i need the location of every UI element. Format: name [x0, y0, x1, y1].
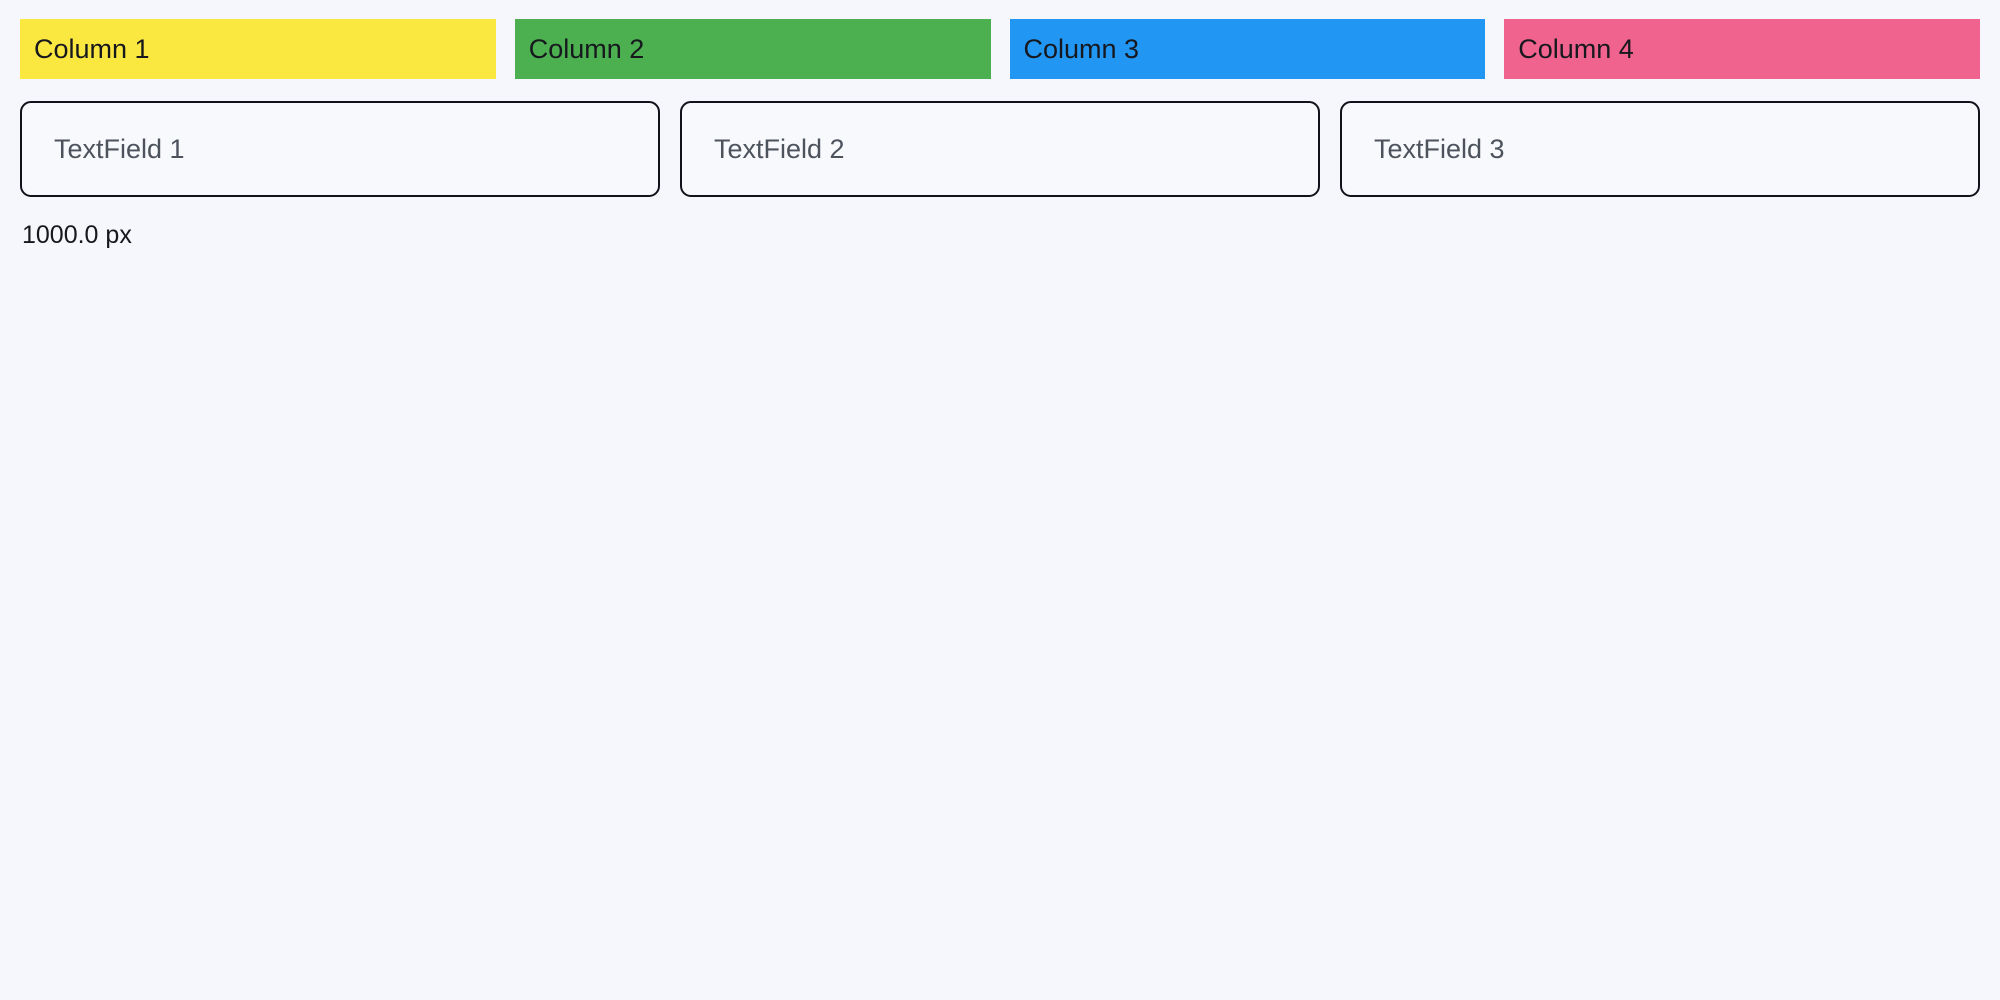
column-cell-2[interactable]: Column 2	[514, 19, 991, 79]
column-cell-1[interactable]: Column 1	[20, 19, 496, 79]
textfield-placeholder: TextField 2	[714, 133, 845, 164]
textfield-2[interactable]: TextField 2	[680, 101, 1320, 197]
measurement-label: 1000.0 px	[22, 221, 132, 249]
textfield-placeholder: TextField 1	[54, 133, 185, 164]
column-cell-label: Column 3	[1023, 33, 1140, 64]
column-header-row: Column 1 Column 2 Column 3 Column 4	[20, 19, 1980, 79]
column-cell-4[interactable]: Column 4	[1504, 19, 1980, 79]
textfield-1[interactable]: TextField 1	[20, 101, 660, 197]
textfield-row: TextField 1 TextField 2 TextField 3	[20, 101, 1980, 197]
column-cell-label: Column 4	[1518, 33, 1634, 64]
textfield-placeholder: TextField 3	[1374, 133, 1505, 164]
column-cell-label: Column 1	[34, 33, 150, 64]
textfield-3[interactable]: TextField 3	[1340, 101, 1980, 197]
column-cell-3[interactable]: Column 3	[1009, 19, 1486, 79]
measurement-row: 1000.0 px	[20, 223, 1980, 248]
column-cell-label: Column 2	[528, 33, 645, 64]
